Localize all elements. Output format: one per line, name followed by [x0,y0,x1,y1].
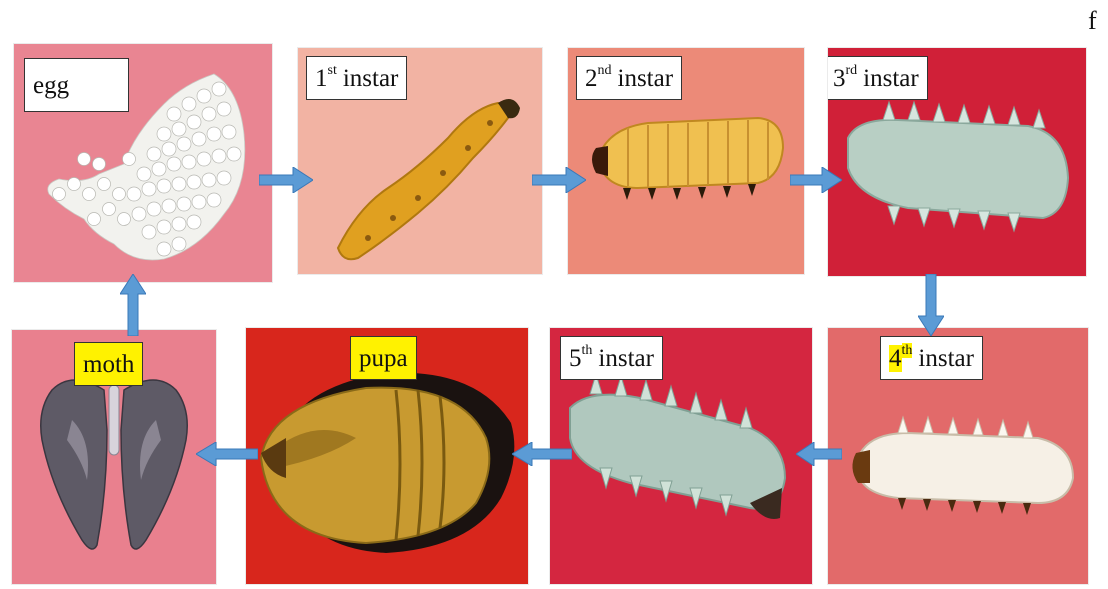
instar4-panel: 4th instar [828,328,1088,584]
stage-label-instar4-word: instar [918,345,974,372]
stage-label-instar4-sup: th [902,343,913,358]
stage-label-instar3-word: instar [863,65,919,92]
stage-label-instar5-sup: th [582,343,593,358]
stage-label-moth-text: moth [83,351,134,378]
stage-label-instar5-word: instar [598,345,654,372]
figure-letter: f [1088,6,1097,36]
arrow-instar2-to-instar3 [790,167,842,193]
arrow-instar3-to-instar4 [918,274,944,336]
stage-label-instar1: 1st instar [306,56,407,100]
stage-label-instar3: 3rd instar [828,56,928,100]
arrow-moth-to-egg [120,274,146,336]
pupa-panel: pupa [246,328,528,584]
stage-label-instar3-num: 3 [833,65,846,92]
stage-label-instar1-sup: st [328,63,337,78]
stage-label-instar1-num: 1 [315,65,328,92]
arrow-instar4-to-instar5 [796,442,842,466]
stage-label-pupa: pupa [350,336,417,380]
stage-label-instar4: 4th instar [880,336,983,380]
egg-panel: egg [14,44,272,282]
arrow-egg-to-instar1 [259,167,313,193]
stage-label-egg-text: egg [33,72,69,99]
stage-label-instar1-word: instar [343,65,399,92]
stage-label-moth: moth [74,342,143,386]
stage-label-instar2-num: 2 [585,65,598,92]
stage-label-instar2: 2nd instar [576,56,682,100]
instar1-panel: 1st instar [298,48,542,274]
stage-label-egg: egg [24,58,129,112]
arrow-instar1-to-instar2 [532,167,586,193]
moth-panel: moth [12,330,216,584]
stage-label-instar4-num: 4 [889,345,902,372]
stage-label-instar5: 5th instar [560,336,663,380]
stage-label-instar5-num: 5 [569,345,582,372]
stage-label-instar2-sup: nd [598,63,612,78]
instar3-panel: 3rd instar [828,48,1086,276]
stage-label-pupa-text: pupa [359,345,408,372]
instar2-panel: 2nd instar [568,48,804,274]
arrow-pupa-to-moth [196,442,258,466]
arrow-instar5-to-pupa [512,442,572,466]
stage-label-instar3-sup: rd [846,63,858,78]
stage-label-instar2-word: instar [618,65,674,92]
instar5-panel: 5th instar [550,328,812,584]
